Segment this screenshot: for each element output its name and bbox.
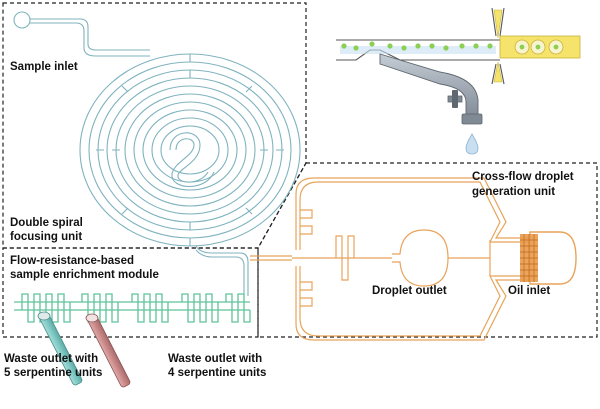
label-double-spiral-line1: Double spiral (10, 217, 83, 229)
oil-inlet-chamber (520, 231, 577, 285)
region-borders (2, 2, 598, 338)
label-enrichment-line2: sample enrichment module (10, 269, 159, 281)
label-waste-4-line2: 4 serpentine units (168, 367, 266, 379)
label-droplet-outlet: Droplet outlet (372, 285, 447, 297)
droplet-generation-channel (250, 177, 530, 341)
waste-tube-4-serpentine (85, 313, 131, 388)
label-crossflow-line1: Cross-flow droplet (472, 171, 574, 183)
spiral-region-border (2, 2, 307, 249)
label-waste-5-line1: Waste outlet with (4, 353, 98, 365)
label-enrichment-line1: Flow-resistance-based (10, 255, 134, 267)
label-crossflow-line2: generation unit (472, 186, 555, 198)
sample-inlet-port (13, 11, 31, 29)
label-oil-inlet: Oil inlet (508, 285, 550, 297)
faucet-analogy-illustration (336, 7, 581, 155)
label-double-spiral-line2: focusing unit (10, 231, 82, 243)
serpentine-channel (14, 293, 251, 323)
enrichment-region-border (2, 247, 259, 338)
label-sample-inlet: Sample inlet (10, 61, 78, 73)
label-waste-4-line1: Waste outlet with (168, 353, 262, 365)
diagram-labels: Sample inlet Double spiral focusing unit… (4, 61, 574, 379)
waste-tube-5-serpentine (37, 311, 83, 386)
label-waste-5-line2: 5 serpentine units (4, 367, 102, 379)
faucet-icon (379, 53, 483, 125)
double-spiral-channel (13, 11, 301, 296)
water-drop-icon (465, 133, 479, 155)
